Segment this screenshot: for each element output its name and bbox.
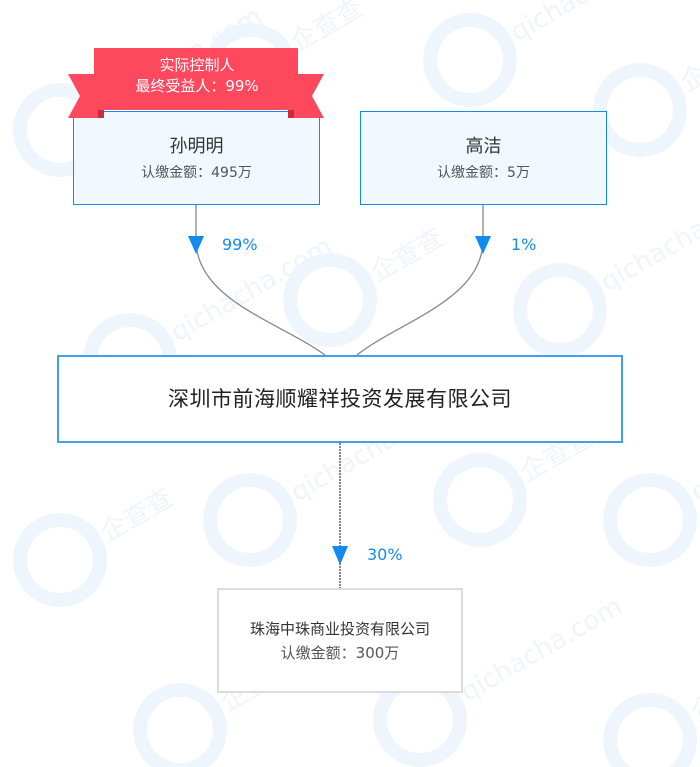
controller-badge-line1: 实际控制人 (159, 56, 235, 74)
shareholder-percent-2: 1% (511, 235, 537, 254)
shareholder-node-2[interactable]: 高洁 认缴金额：5万 (360, 111, 607, 205)
shareholder-amount: 认缴金额：5万 (437, 164, 530, 181)
investment-node-1[interactable]: 珠海中珠商业投资有限公司 认缴金额：300万 (217, 588, 463, 693)
arrow-down-icon (475, 236, 491, 254)
controller-badge-text: 实际控制人 最终受益人：99% (98, 55, 296, 97)
investment-percent-1: 30% (367, 545, 403, 564)
shareholder-node-1[interactable]: 孙明明 认缴金额：495万 (73, 111, 320, 205)
main-company-node[interactable]: 深圳市前海顺耀祥投资发展有限公司 (57, 355, 623, 443)
connector-shareholder-2 (356, 205, 484, 356)
company-name: 深圳市前海顺耀祥投资发展有限公司 (168, 387, 512, 411)
shareholder-name: 孙明明 (169, 135, 224, 157)
shareholder-amount: 认缴金额：495万 (141, 164, 252, 181)
investment-amount: 认缴金额：300万 (280, 644, 400, 662)
shareholder-percent-1: 99% (222, 235, 258, 254)
arrow-down-icon (332, 546, 348, 565)
connector-shareholder-1 (195, 205, 326, 356)
shareholder-name: 高洁 (465, 135, 502, 157)
controller-badge-line2: 最终受益人：99% (135, 77, 259, 95)
arrow-down-icon (188, 236, 204, 254)
controller-ribbon-badge (68, 48, 324, 118)
investment-name: 珠海中珠商业投资有限公司 (249, 620, 430, 638)
